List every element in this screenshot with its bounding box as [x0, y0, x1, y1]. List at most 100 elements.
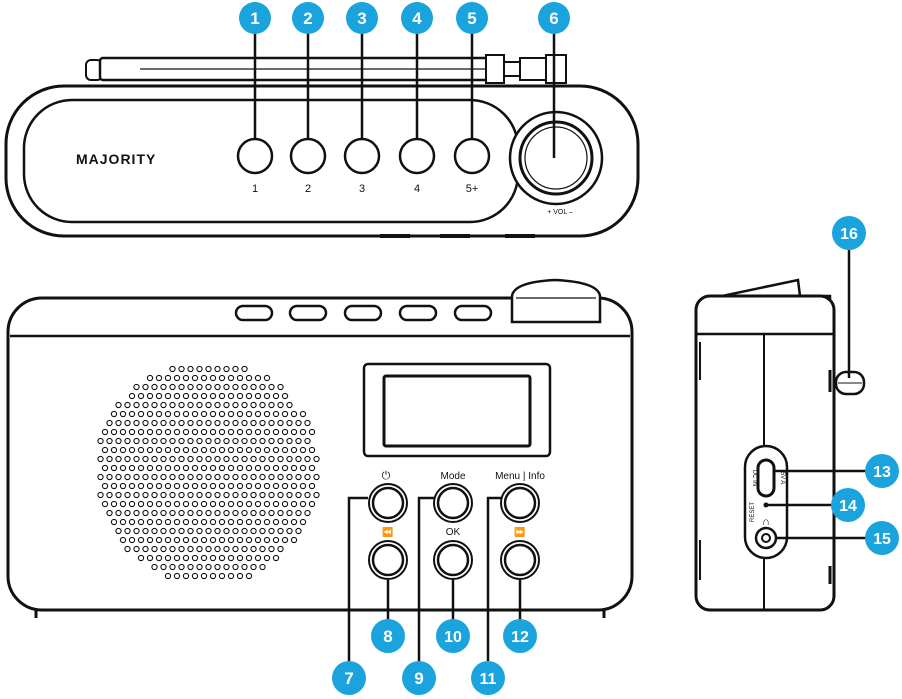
preset-2-button[interactable] — [289, 137, 327, 175]
speaker-hole — [187, 473, 194, 481]
speaker-hole — [128, 410, 136, 418]
speaker-hole — [290, 500, 298, 508]
top-view: MAJORITY 1 2 3 4 5+ + VOL – — [4, 54, 640, 238]
speaker-hole — [272, 518, 280, 526]
speaker-hole — [119, 446, 127, 454]
speaker-hole — [290, 428, 298, 436]
reset-label: RESET — [750, 502, 756, 522]
speaker-hole — [173, 374, 181, 382]
speaker-hole — [115, 491, 122, 499]
speaker-hole — [160, 455, 167, 463]
preset-label-3: 3 — [359, 183, 365, 195]
preset-3-button[interactable] — [343, 137, 381, 175]
speaker-hole — [214, 419, 221, 427]
volume-knob[interactable] — [518, 120, 594, 196]
speaker-hole — [160, 545, 167, 553]
callout-1-label: 1 — [250, 9, 259, 28]
speaker-hole — [169, 365, 176, 373]
speaker-hole — [151, 545, 158, 553]
preset-5-button[interactable] — [453, 137, 491, 175]
speaker-hole — [133, 383, 140, 391]
speaker-hole — [124, 455, 131, 463]
speaker-hole — [187, 509, 194, 517]
callout-16: 16 — [832, 216, 866, 250]
preset-4-button[interactable] — [398, 137, 436, 175]
mode-button[interactable] — [436, 486, 470, 520]
speaker-hole — [272, 536, 280, 544]
next-button[interactable] — [503, 543, 537, 577]
speaker-hole — [160, 473, 167, 481]
speaker-hole — [142, 419, 149, 427]
speaker-hole — [115, 509, 122, 517]
speaker-hole — [115, 401, 122, 409]
speaker-hole — [227, 500, 235, 508]
speaker-hole — [236, 392, 244, 400]
speaker-hole — [277, 509, 284, 517]
speaker-hole — [263, 482, 271, 490]
speaker-hole — [128, 446, 136, 454]
speaker-hole — [214, 437, 221, 445]
speaker-hole — [124, 509, 131, 517]
prev-button[interactable] — [371, 543, 405, 577]
speaker-hole — [241, 473, 248, 481]
speaker-hole — [214, 563, 221, 571]
speaker-hole — [209, 464, 217, 472]
speaker-hole — [236, 446, 244, 454]
preset-label-2: 2 — [305, 183, 311, 195]
speaker-hole — [106, 455, 113, 463]
speaker-hole — [164, 536, 172, 544]
speaker-hole — [245, 554, 253, 562]
speaker-hole — [178, 473, 185, 481]
speaker-hole — [241, 491, 248, 499]
speaker-hole — [299, 446, 307, 454]
speaker-hole — [200, 446, 208, 454]
callout-8: 8 — [371, 619, 405, 653]
speaker-hole — [304, 455, 311, 463]
speaker-hole — [277, 419, 284, 427]
speaker-hole — [232, 491, 239, 499]
speaker-hole — [133, 527, 140, 535]
speaker-hole — [101, 428, 109, 436]
speaker-hole — [290, 536, 298, 544]
callout-9: 9 — [402, 661, 436, 695]
speaker-hole — [308, 500, 316, 508]
speaker-hole — [241, 455, 248, 463]
speaker-hole — [205, 455, 212, 463]
speaker-hole — [263, 374, 271, 382]
speaker-hole — [250, 563, 257, 571]
speaker-hole — [286, 473, 293, 481]
speaker-hole — [259, 563, 266, 571]
speaker-hole — [241, 563, 248, 571]
preset-1-button[interactable] — [236, 137, 274, 175]
speaker-hole — [263, 554, 271, 562]
callout-16-label: 16 — [840, 226, 858, 243]
speaker-hole — [281, 500, 289, 508]
speaker-hole — [245, 446, 253, 454]
speaker-hole — [124, 491, 131, 499]
power-button[interactable] — [371, 486, 405, 520]
speaker-hole — [205, 473, 212, 481]
speaker-hole — [236, 428, 244, 436]
speaker-hole — [218, 572, 226, 580]
speaker-hole — [281, 536, 289, 544]
ok-button[interactable] — [436, 543, 470, 577]
speaker-hole — [259, 473, 266, 481]
speaker-hole — [173, 392, 181, 400]
speaker-hole — [187, 419, 194, 427]
speaker-hole — [304, 473, 311, 481]
menu-info-button[interactable] — [503, 486, 537, 520]
speaker-hole — [263, 392, 271, 400]
volume-label: + VOL – — [547, 209, 573, 216]
callout-2: 2 — [292, 2, 324, 34]
speaker-hole — [137, 554, 145, 562]
speaker-hole — [277, 437, 284, 445]
speaker-hole — [151, 491, 158, 499]
speaker-hole — [142, 437, 149, 445]
speaker-hole — [137, 446, 145, 454]
speaker-hole — [187, 491, 194, 499]
speaker-hole — [191, 500, 199, 508]
speaker-hole — [133, 401, 140, 409]
speaker-hole — [173, 572, 181, 580]
speaker-hole — [196, 401, 203, 409]
callout-2-label: 2 — [303, 9, 312, 28]
